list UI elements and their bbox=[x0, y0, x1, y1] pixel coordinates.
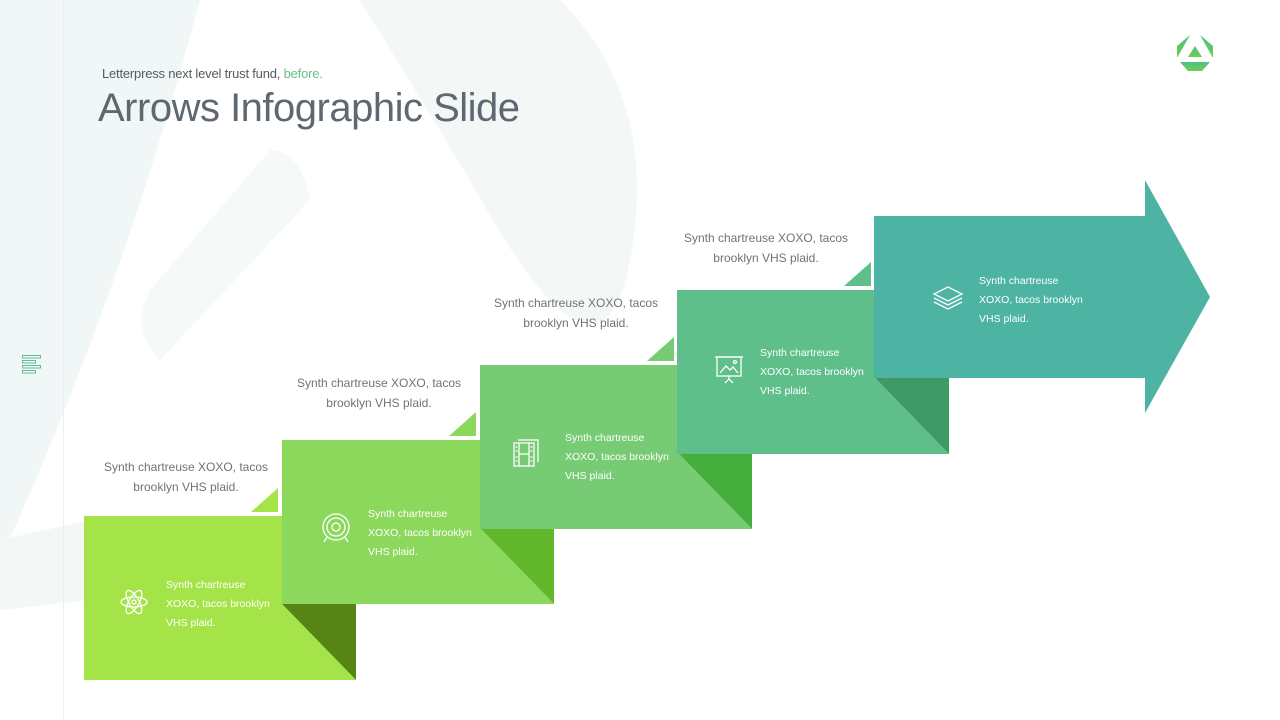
step-block-1 bbox=[84, 516, 356, 680]
layers-icon bbox=[933, 286, 963, 310]
step-text-line: Synth chartreuse bbox=[979, 275, 1059, 287]
caption-line: brooklyn VHS plaid. bbox=[326, 396, 432, 410]
step-arrow-head bbox=[874, 180, 1210, 413]
caption-line: brooklyn VHS plaid. bbox=[713, 251, 819, 265]
caption-line: Synth chartreuse XOXO, tacos bbox=[296, 376, 462, 390]
step-text-line: XOXO, tacos brooklyn bbox=[979, 294, 1083, 306]
step-text-line: VHS plaid. bbox=[979, 313, 1029, 325]
step-corner-triangle-1 bbox=[251, 488, 278, 512]
step-text-line: VHS plaid. bbox=[166, 617, 216, 629]
divider-line bbox=[63, 0, 64, 720]
caption-line: Synth chartreuse XOXO, tacos bbox=[493, 296, 659, 310]
step-text-line: Synth chartreuse bbox=[166, 579, 246, 591]
presentation-board-icon bbox=[715, 356, 743, 384]
step-caption-1: Synth chartreuse XOXO, tacos brooklyn VHS… bbox=[86, 457, 286, 497]
step-block-3 bbox=[480, 365, 752, 529]
step-text-line: XOXO, tacos brooklyn bbox=[565, 451, 669, 463]
step-text-line: VHS plaid. bbox=[565, 470, 615, 482]
step-corner-triangle-3 bbox=[647, 337, 674, 361]
page-title: Arrows Infographic Slide bbox=[98, 86, 520, 130]
target-icon bbox=[322, 513, 350, 543]
step-text-line: Synth chartreuse bbox=[368, 508, 448, 520]
step-caption-3: Synth chartreuse XOXO, tacos brooklyn VHS… bbox=[476, 293, 676, 333]
subtitle: Letterpress next level trust fund, befor… bbox=[102, 66, 323, 81]
caption-line: brooklyn VHS plaid. bbox=[523, 316, 629, 330]
step-caption-4: Synth chartreuse XOXO, tacos brooklyn VHS… bbox=[666, 228, 866, 268]
step-text-line: VHS plaid. bbox=[368, 546, 418, 558]
subtitle-accent: before. bbox=[283, 66, 323, 81]
caption-line: Synth chartreuse XOXO, tacos bbox=[103, 460, 269, 474]
step-text-line: Synth chartreuse bbox=[760, 347, 840, 359]
step-text-line: Synth chartreuse bbox=[565, 432, 645, 444]
step-corner-triangle-2 bbox=[449, 412, 476, 436]
caption-line: brooklyn VHS plaid. bbox=[133, 480, 239, 494]
step-corner-triangle-4 bbox=[844, 262, 871, 286]
step-text-line: VHS plaid. bbox=[760, 385, 810, 397]
step-text-line: XOXO, tacos brooklyn bbox=[368, 527, 472, 539]
step-block-2 bbox=[282, 440, 554, 604]
step-caption-2: Synth chartreuse XOXO, tacos brooklyn VHS… bbox=[279, 373, 479, 413]
caption-line: Synth chartreuse XOXO, tacos bbox=[683, 231, 849, 245]
step-text-line: XOXO, tacos brooklyn bbox=[166, 598, 270, 610]
triangle-hexagon-logo-icon bbox=[1177, 35, 1213, 71]
align-left-menu-icon[interactable] bbox=[22, 355, 42, 375]
atom-icon bbox=[120, 589, 148, 615]
step-block-4 bbox=[677, 290, 949, 454]
step-text-line: XOXO, tacos brooklyn bbox=[760, 366, 864, 378]
subtitle-text: Letterpress next level trust fund, bbox=[102, 66, 281, 81]
film-icon bbox=[513, 439, 539, 467]
